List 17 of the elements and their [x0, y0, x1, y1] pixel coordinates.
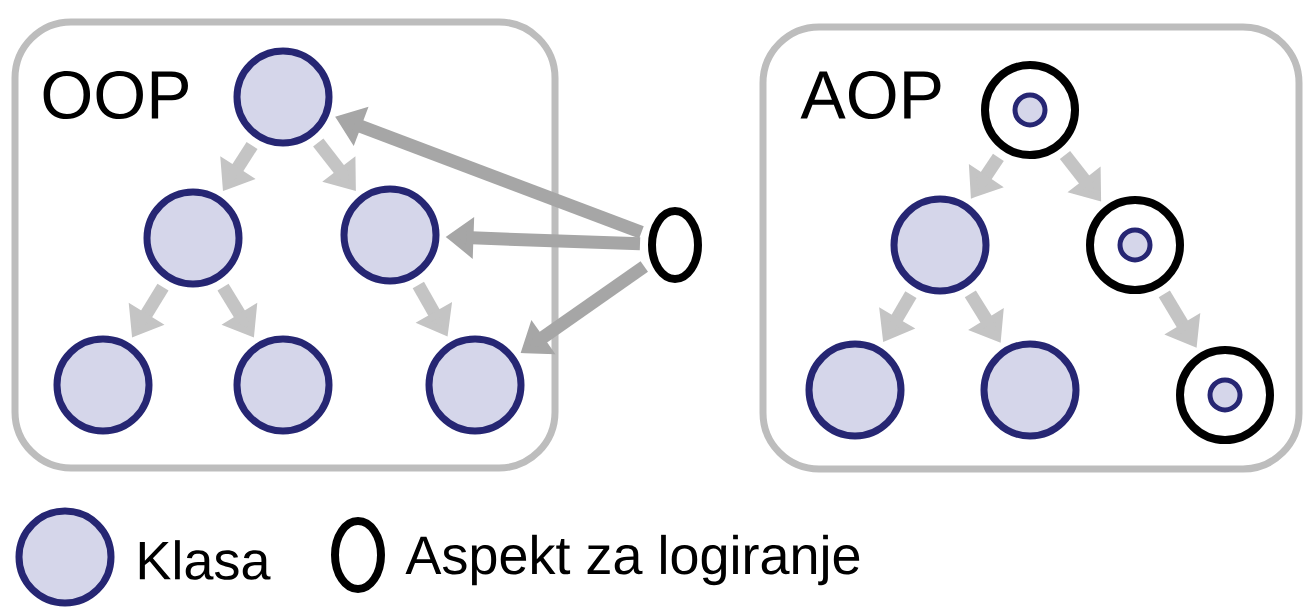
class-with-aspect-circle	[1086, 196, 1184, 294]
class-circle	[805, 340, 905, 440]
group-box: OOP	[11, 18, 559, 472]
class-circle	[980, 340, 1080, 440]
class-circle	[890, 195, 990, 295]
class-with-aspect-circle	[1176, 346, 1274, 444]
class-circle	[233, 47, 333, 147]
group-box: AOP	[759, 23, 1303, 473]
legend-label: Klasa	[139, 540, 271, 580]
legend-label: Aspekt za logiranje	[405, 534, 860, 586]
class-with-aspect-circle	[981, 61, 1079, 159]
class-circle	[53, 335, 153, 435]
class-circle	[233, 335, 333, 435]
aspect-ring	[648, 207, 702, 283]
class-circle	[340, 185, 440, 285]
class-circle	[425, 335, 525, 435]
class-circle	[143, 188, 243, 288]
